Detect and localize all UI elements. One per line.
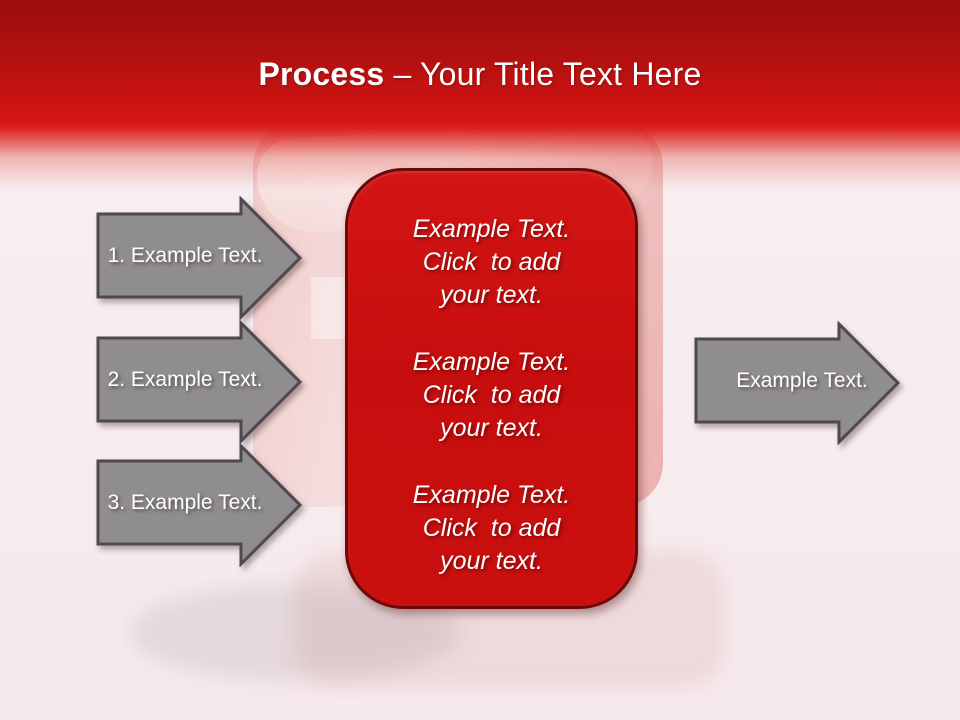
- right-arrow-shape-icon: [96, 196, 303, 320]
- arrow-label: Example Text.: [736, 368, 868, 392]
- arrow-label: 3. Example Text.: [107, 490, 263, 514]
- example-text-block-2[interactable]: Example Text. Click to add your text.: [412, 348, 571, 442]
- arrow-label: 2. Example Text.: [107, 367, 263, 391]
- process-arrow-2[interactable]: 2. Example Text.: [95, 320, 303, 444]
- right-arrow-shape-icon: [96, 443, 303, 567]
- right-arrow-shape-icon: [96, 320, 303, 444]
- example-text-block-3[interactable]: Example Text. Click to add your text.: [412, 481, 571, 575]
- title-text: – Your Title Text Here: [384, 56, 702, 92]
- right-arrow-shape-icon: [694, 321, 901, 445]
- process-arrow-1[interactable]: 1. Example Text.: [95, 196, 303, 320]
- process-arrow-3[interactable]: 3. Example Text.: [95, 443, 303, 567]
- slide-title[interactable]: Process – Your Title Text Here: [0, 56, 960, 93]
- header-band: [0, 0, 960, 190]
- arrow-label: 1. Example Text.: [107, 243, 263, 267]
- example-text-block-1[interactable]: Example Text. Click to add your text.: [412, 215, 571, 309]
- result-arrow[interactable]: Example Text.: [693, 321, 901, 445]
- center-text-box[interactable]: Example Text. Click to add your text. Ex…: [345, 168, 638, 609]
- title-keyword: Process: [258, 56, 385, 92]
